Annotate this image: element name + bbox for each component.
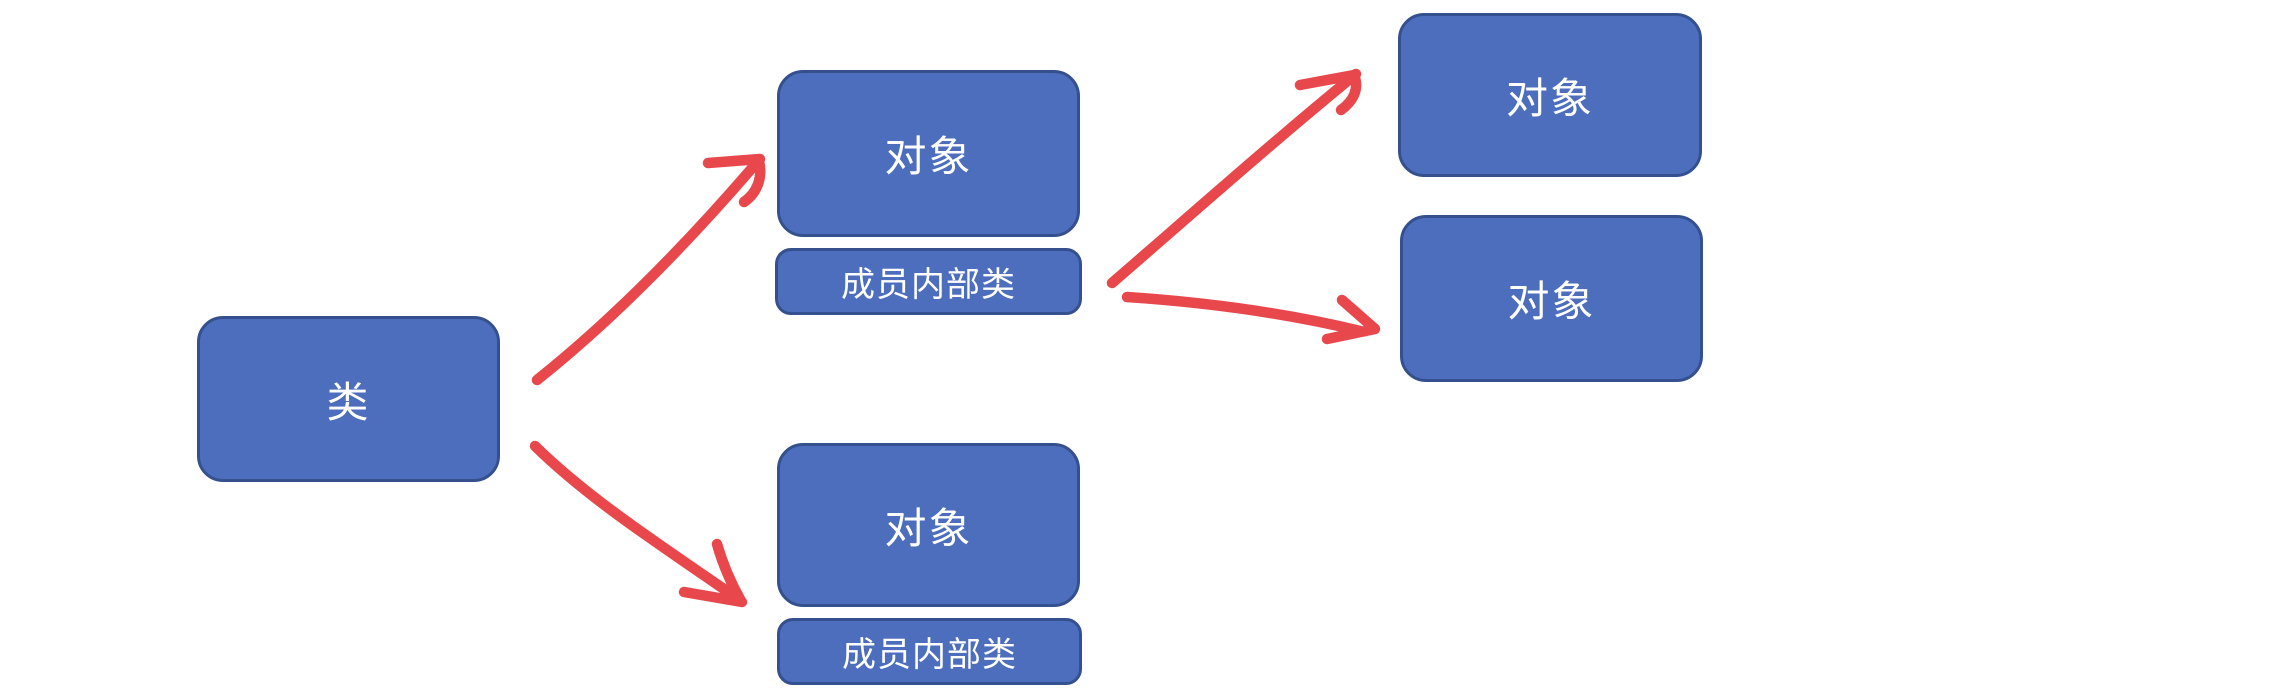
node-member-inner-class-top: 成员内部类	[775, 248, 1082, 315]
arrow-class-to-object-bottom	[529, 440, 748, 608]
node-object-top: 对象	[777, 70, 1080, 237]
node-class-label: 类	[326, 378, 371, 426]
arrow-class-to-object-top	[531, 153, 766, 386]
node-object-right-bottom: 对象	[1400, 215, 1703, 382]
arrow-inner-to-object-right-bottom	[1121, 291, 1381, 345]
node-object-bottom-label: 对象	[884, 504, 973, 552]
arrow-inner-to-object-right-top	[1106, 68, 1362, 289]
node-object-right-top-label: 对象	[1505, 74, 1594, 122]
node-object-right-bottom-label: 对象	[1507, 278, 1596, 325]
node-class: 类	[197, 316, 500, 482]
node-member-inner-class-bottom-label: 成员内部类	[842, 636, 1017, 674]
node-member-inner-class-top-label: 成员内部类	[841, 266, 1016, 304]
node-member-inner-class-bottom: 成员内部类	[777, 618, 1082, 685]
node-object-right-top: 对象	[1398, 13, 1702, 177]
node-object-bottom: 对象	[777, 443, 1080, 607]
node-object-top-label: 对象	[884, 133, 973, 180]
